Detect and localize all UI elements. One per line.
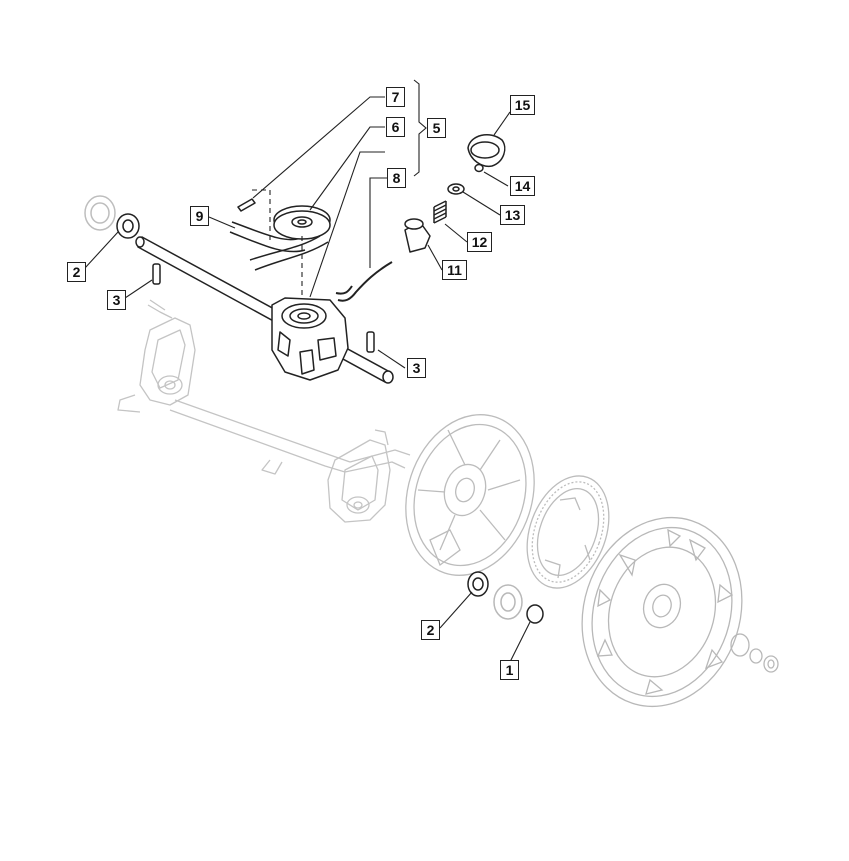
callout-6: 6: [386, 117, 405, 137]
bearing-lower: [467, 571, 489, 597]
drive-parts: [84, 133, 544, 624]
pin-right: [366, 331, 375, 353]
callout-5: 5: [427, 118, 446, 138]
callout-2-lower: 2: [421, 620, 440, 640]
pinion-upper-ghost: [84, 195, 116, 231]
callout-3-right: 3: [407, 358, 426, 378]
callout-12: 12: [467, 232, 492, 252]
gearbox: [271, 297, 349, 381]
bushing-11: [404, 218, 431, 253]
callout-7: 7: [386, 87, 405, 107]
callout-11: 11: [442, 260, 467, 280]
gear-ring-ghost: [526, 475, 610, 589]
axle-shaft: [135, 236, 394, 384]
alignment-dashes: [252, 189, 303, 305]
callout-3-left: 3: [107, 290, 126, 310]
callout-14: 14: [510, 176, 535, 196]
callout-1: 1: [500, 660, 519, 680]
control-cable: [337, 261, 393, 302]
cap-15: [467, 133, 506, 168]
pinion-lower-ghost: [493, 584, 523, 620]
circlip-1: [526, 604, 544, 624]
pulley: [273, 205, 331, 240]
rear-axle-frame-ghost: [117, 299, 411, 523]
rear-wheel-inner-ghost: [405, 414, 535, 576]
callout-2-upper: 2: [67, 262, 86, 282]
callout-13: 13: [500, 205, 525, 225]
callout-8: 8: [387, 168, 406, 188]
pin-left: [152, 263, 161, 285]
callout-9: 9: [190, 206, 209, 226]
leader-lines: [84, 79, 531, 663]
rear-wheel-tire-ghost: [581, 516, 779, 708]
spring-12: [433, 200, 447, 224]
washer-13: [447, 183, 465, 195]
callout-15: 15: [510, 95, 535, 115]
bearing-upper: [116, 213, 140, 239]
pin-7: [237, 198, 256, 212]
nut-14: [474, 163, 484, 173]
